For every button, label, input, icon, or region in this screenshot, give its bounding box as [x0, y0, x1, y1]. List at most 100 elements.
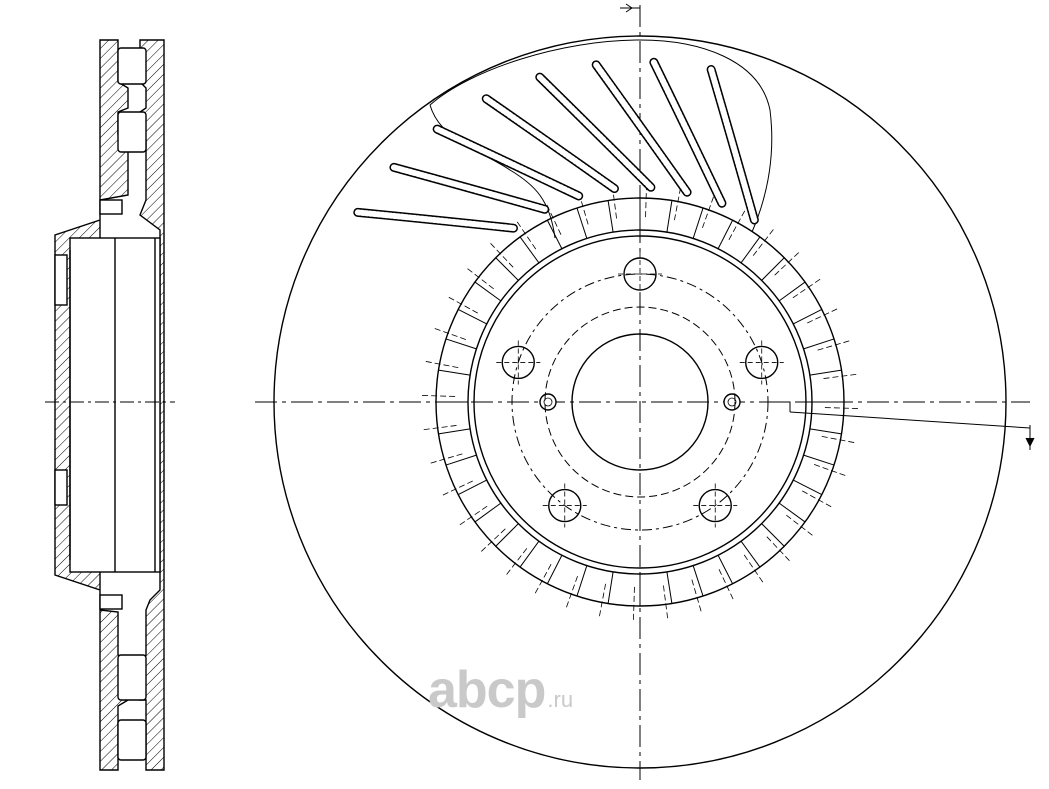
radial-dash-line: [821, 436, 855, 443]
radial-slot-line: [778, 502, 806, 523]
radial-dash-line: [481, 528, 506, 552]
cooling-vane-fill: [536, 74, 654, 191]
radial-slot-line: [458, 479, 487, 496]
radial-dash-line: [728, 210, 746, 240]
radial-slot-line: [546, 555, 563, 584]
radial-dash-line: [718, 569, 734, 600]
radial-slot-line: [692, 207, 704, 239]
radial-slot-line: [519, 236, 540, 264]
radial-slot-line: [717, 220, 734, 249]
section-marker: [620, 7, 641, 14]
radial-dash-line: [774, 252, 799, 276]
cooling-vane-fill: [593, 61, 691, 196]
radial-slot-line: [740, 236, 761, 264]
radial-dash-line: [823, 373, 857, 379]
hub-flange: [54, 469, 68, 506]
radial-dash-line: [792, 278, 821, 299]
radial-dash-line: [566, 576, 578, 608]
radial-dash-line: [442, 480, 473, 496]
radial-dash-line: [817, 340, 850, 351]
radial-slot-line: [761, 523, 785, 547]
radial-slot-line: [576, 565, 588, 597]
radial-dash-line: [752, 229, 774, 256]
radial-slot-line: [458, 308, 487, 325]
radial-dash-line: [459, 505, 488, 526]
vane-channel: [117, 719, 147, 761]
hat-outer-edge: [467, 229, 813, 575]
cooling-vane-fill: [483, 95, 618, 192]
radial-slot-line: [607, 200, 614, 233]
radial-dash-line: [786, 514, 813, 536]
radial-slot-line: [438, 369, 471, 376]
front-generated: [353, 57, 858, 620]
radial-dash-line: [467, 268, 494, 290]
pilot-hole: [723, 393, 741, 411]
radial-dash-line: [506, 548, 528, 575]
radial-slot-line: [495, 523, 519, 547]
radial-slot-line: [474, 502, 502, 523]
cooling-vane-fill: [354, 209, 517, 232]
radial-slot-line: [474, 281, 502, 302]
radial-dash-line: [814, 464, 846, 476]
radial-dash-line: [766, 536, 790, 561]
radial-dash-line: [691, 579, 702, 612]
radial-slot-line: [809, 369, 842, 376]
radial-dash-line: [743, 554, 764, 583]
radial-dash-line: [425, 361, 459, 368]
cooling-vane-fill: [650, 59, 725, 207]
hub-flange: [54, 254, 68, 306]
friction-inner-edge: [435, 197, 845, 607]
pin: [99, 594, 123, 610]
radial-dash-line: [434, 328, 466, 340]
radial-slot-line: [445, 454, 477, 466]
pin: [99, 199, 123, 215]
radial-dash-line: [490, 243, 514, 268]
side-section-view: [45, 39, 175, 771]
center-bore: [571, 333, 709, 471]
pilot-hole-inner: [543, 397, 553, 407]
radial-slot-line: [666, 571, 673, 604]
radial-dash-line: [448, 296, 478, 314]
cooling-vane-fill: [434, 126, 582, 199]
vane-channel: [117, 654, 147, 701]
front-view: [255, 3, 1035, 780]
radial-slot-line: [803, 338, 835, 350]
radial-slot-line: [778, 281, 806, 302]
radial-slot-line: [809, 428, 842, 435]
radial-dash-line: [633, 586, 635, 620]
radial-slot-line: [495, 257, 519, 281]
radial-dash-line: [423, 425, 457, 431]
radial-slot-line: [717, 555, 734, 584]
radial-dash-line: [645, 184, 647, 218]
radial-slot-line: [761, 257, 785, 281]
radial-slot-line: [445, 338, 477, 350]
radial-slot-line: [576, 207, 588, 239]
radial-slot-line: [740, 540, 761, 568]
radial-slot-line: [519, 540, 540, 568]
radial-dash-line: [702, 196, 714, 228]
pilot-hole: [539, 393, 557, 411]
radial-dash-line: [802, 490, 832, 508]
radial-slot-line: [438, 428, 471, 435]
bolt-circle: [511, 273, 769, 531]
radial-slot-line: [546, 220, 563, 249]
radial-slot-line: [793, 308, 822, 325]
cooling-vane-fill: [390, 164, 548, 213]
radial-dash-line: [516, 221, 537, 250]
vane-channel: [117, 111, 147, 153]
radial-slot-line: [692, 565, 704, 597]
hat-ring: [473, 235, 807, 569]
radial-dash-line: [599, 583, 606, 617]
radial-dash-line: [824, 407, 858, 409]
radial-dash-line: [663, 585, 669, 619]
cooling-vane-fill: [708, 66, 758, 223]
radial-dash-line: [546, 204, 562, 235]
radial-dash-line: [807, 308, 838, 324]
radial-slot-line: [666, 200, 673, 233]
vane-channel: [117, 47, 147, 85]
radial-slot-line: [607, 571, 614, 604]
radial-slot-line: [793, 479, 822, 496]
radial-dash-line: [422, 395, 456, 397]
leader-line: [789, 411, 1031, 429]
